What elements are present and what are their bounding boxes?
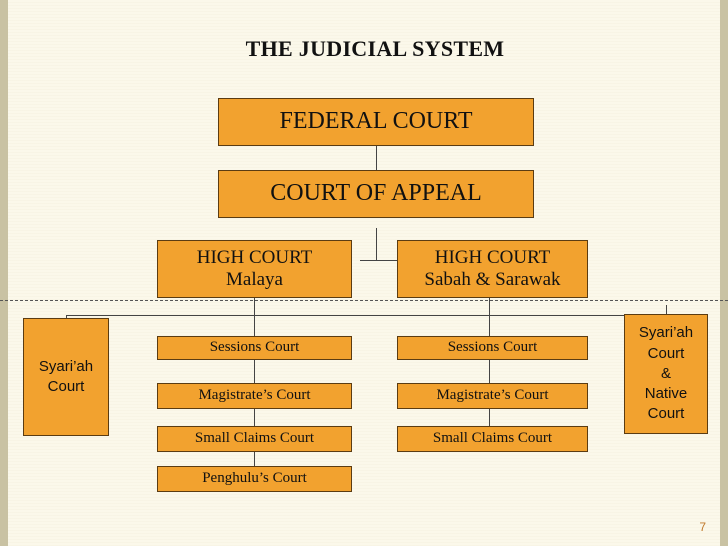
magistrates-court-right-box: Magistrate’s Court	[397, 383, 588, 409]
page-title: THE JUDICIAL SYSTEM	[245, 36, 505, 61]
court-of-appeal-label: COURT OF APPEAL	[270, 180, 482, 207]
syariah-right-line4: Native	[644, 385, 688, 403]
syariah-native-court-right-box: Syari’ah Court & Native Court	[624, 314, 708, 434]
syariah-left-line2: Court	[47, 378, 85, 395]
connector-appeal-trunk	[376, 228, 377, 260]
penghulus-court-box: Penghulu’s Court	[157, 466, 352, 492]
sessions-court-left-label: Sessions Court	[209, 339, 300, 356]
dashed-divider	[0, 300, 728, 301]
high-court-malaya-box: HIGH COURT Malaya	[157, 240, 352, 298]
syariah-right-line5: Court	[647, 405, 685, 423]
magistrates-court-left-label: Magistrate’s Court	[198, 387, 311, 404]
right-edge-bar	[720, 0, 728, 546]
federal-court-label: FEDERAL COURT	[279, 108, 473, 135]
connector-syariah-right	[666, 305, 667, 315]
sessions-court-right-label: Sessions Court	[447, 339, 538, 356]
sessions-court-right-box: Sessions Court	[397, 336, 588, 360]
syariah-right-line2: Court	[647, 344, 685, 362]
left-edge-bar	[0, 0, 8, 546]
high-court-malaya-line1: HIGH COURT	[196, 247, 313, 269]
federal-court-box: FEDERAL COURT	[218, 98, 534, 146]
syariah-right-line3: &	[660, 364, 671, 382]
penghulus-court-label: Penghulu’s Court	[202, 470, 307, 487]
connector-syariah-left	[66, 315, 67, 318]
syariah-court-left-box: Syari’ah Court	[23, 318, 109, 436]
high-court-malaya-line2: Malaya	[226, 269, 283, 290]
high-court-sabah-line2: Sabah & Sarawak	[424, 269, 561, 290]
connector-left-chain	[254, 298, 255, 466]
connector-right-chain	[489, 298, 490, 426]
high-court-sabah-line1: HIGH COURT	[434, 247, 551, 269]
small-claims-court-right-box: Small Claims Court	[397, 426, 588, 452]
magistrates-court-right-label: Magistrate’s Court	[436, 387, 549, 404]
court-of-appeal-box: COURT OF APPEAL	[218, 170, 534, 218]
small-claims-court-left-box: Small Claims Court	[157, 426, 352, 452]
small-claims-court-left-label: Small Claims Court	[194, 430, 315, 447]
connector-high-courts	[360, 260, 398, 261]
sessions-court-left-box: Sessions Court	[157, 336, 352, 360]
syariah-right-line1: Syari’ah	[638, 324, 694, 342]
small-claims-court-right-label: Small Claims Court	[432, 430, 553, 447]
high-court-sabah-box: HIGH COURT Sabah & Sarawak	[397, 240, 588, 298]
magistrates-court-left-box: Magistrate’s Court	[157, 383, 352, 409]
syariah-left-line1: Syari’ah	[38, 357, 94, 375]
connector-lower-bus	[66, 315, 666, 316]
page-number: 7	[699, 520, 706, 534]
connector-federal-appeal	[376, 146, 377, 170]
